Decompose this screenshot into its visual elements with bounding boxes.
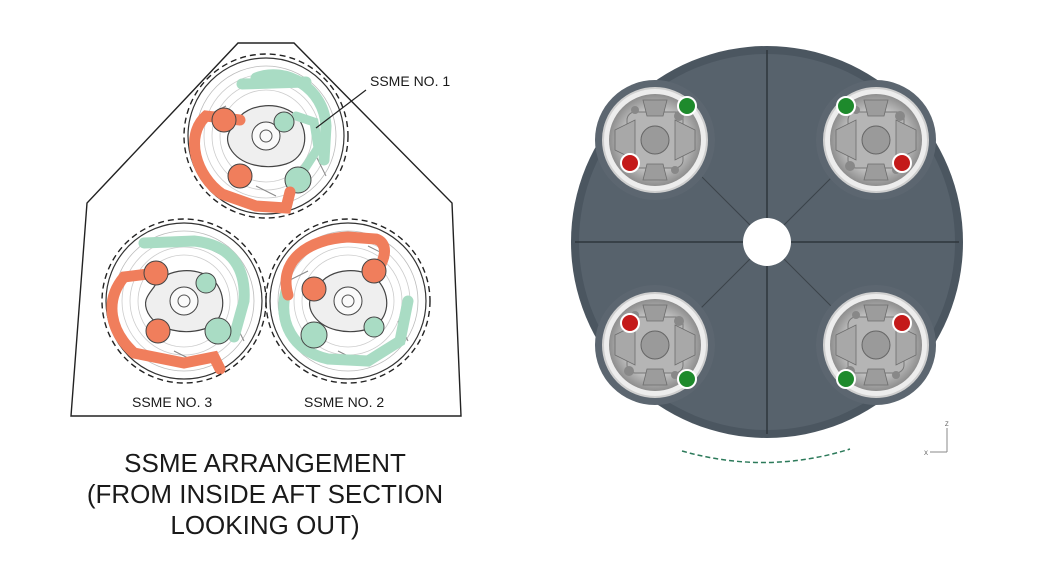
engine-lower-left [594, 284, 716, 406]
ssme-2-envelope [265, 218, 431, 384]
engine-lower-right [815, 284, 937, 406]
axis-triad: Z X [924, 422, 949, 457]
ssme-2-label: SSME NO. 2 [304, 394, 384, 410]
diagram-caption: SSME ARRANGEMENT (FROM INSIDE AFT SECTIO… [40, 448, 490, 541]
ssme-3-engine [105, 222, 263, 380]
axis-label-horizontal: X [924, 451, 928, 457]
dashed-arc [681, 448, 851, 464]
green-marker-lower-right-engine [836, 369, 856, 389]
ssme-1-leader-line [315, 89, 367, 129]
ssme-2-engine [269, 222, 427, 380]
ssme-arrangement-diagram: SSME NO. 1 SSME NO. 3 SSME NO. 2 [70, 42, 462, 417]
ssme-1-engine [187, 57, 345, 215]
ssme-1-envelope [183, 53, 349, 219]
red-marker-upper-right-engine [892, 153, 912, 173]
aft-section-outline [70, 42, 462, 417]
red-marker-lower-right-engine [892, 313, 912, 333]
red-marker-lower-left-engine [620, 313, 640, 333]
engine-upper-left [594, 79, 716, 201]
ssme-1-label: SSME NO. 1 [370, 73, 450, 89]
axis-label-vertical: Z [945, 422, 949, 428]
caption-line-1: SSME ARRANGEMENT [124, 448, 406, 478]
four-engine-aft-view: Z X [571, 46, 963, 464]
green-marker-lower-left-engine [677, 369, 697, 389]
green-marker-upper-left-engine [677, 96, 697, 116]
engine-upper-right [815, 79, 937, 201]
ssme-3-envelope [101, 218, 267, 384]
caption-line-3: LOOKING OUT) [170, 510, 360, 540]
ssme-3-label: SSME NO. 3 [132, 394, 212, 410]
red-marker-upper-left-engine [620, 153, 640, 173]
green-marker-upper-right-engine [836, 96, 856, 116]
caption-line-2: (FROM INSIDE AFT SECTION [86, 479, 444, 509]
